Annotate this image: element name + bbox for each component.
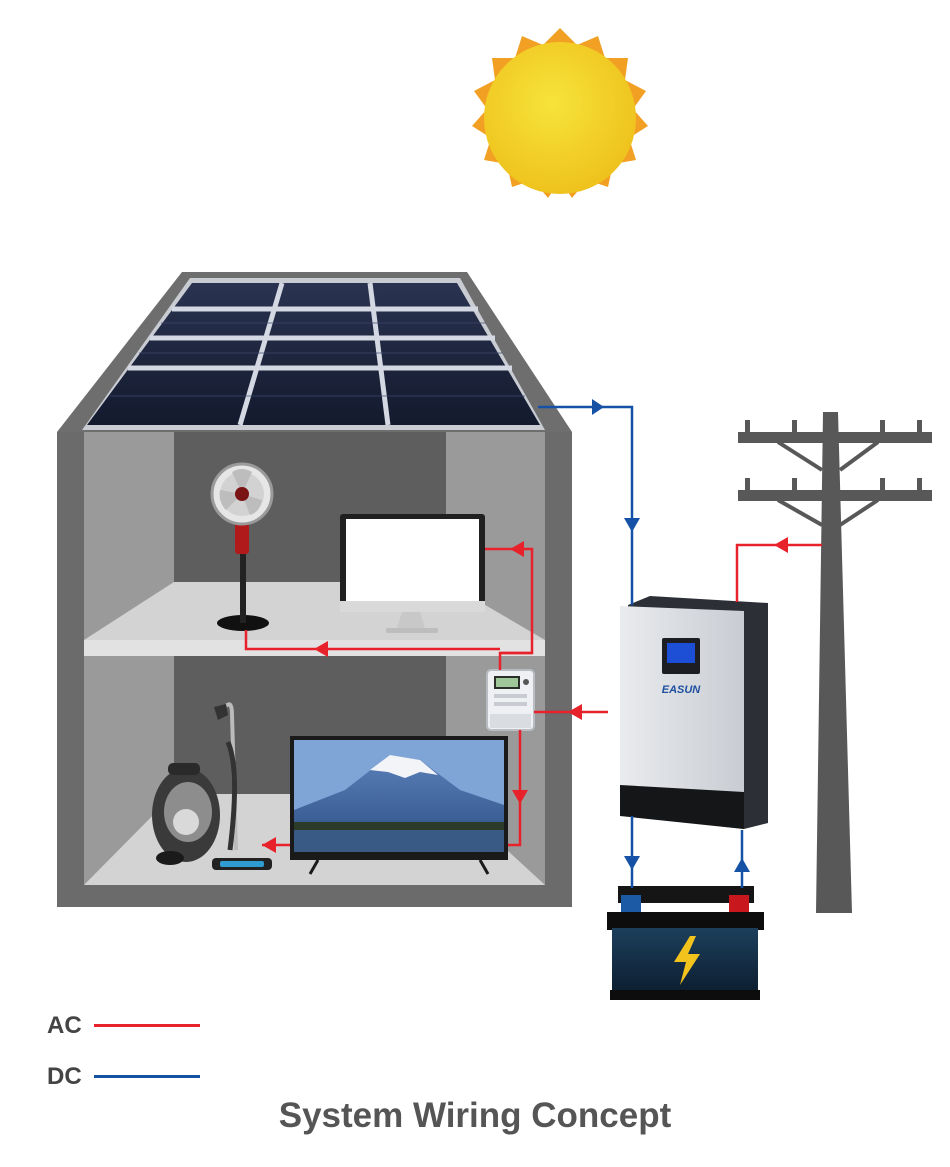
ac-wire-meter-to-lower-floor bbox=[508, 730, 522, 847]
legend-ac-line bbox=[94, 1024, 200, 1027]
legend-dc-line bbox=[94, 1075, 200, 1078]
fan-icon bbox=[210, 462, 274, 631]
battery-icon bbox=[607, 886, 764, 1000]
inverter-brand-label: EASUN bbox=[662, 684, 702, 696]
diagram-title: System Wiring Concept bbox=[278, 1096, 672, 1135]
legend-ac-label: AC bbox=[47, 1012, 82, 1039]
legend-dc-label: DC bbox=[47, 1063, 82, 1090]
dc-arrows bbox=[592, 399, 750, 872]
tv-icon bbox=[290, 736, 508, 875]
utility-pole-icon bbox=[738, 412, 932, 913]
sun-icon bbox=[472, 28, 648, 198]
ac-arrows bbox=[262, 537, 788, 853]
dc-wire-panel-to-inverter bbox=[538, 405, 634, 605]
vacuum-cleaner-icon bbox=[152, 702, 272, 870]
monitor-icon bbox=[340, 514, 485, 633]
ac-wire-upper-floor-loop bbox=[244, 630, 532, 655]
inverter-icon: EASUN bbox=[620, 596, 768, 829]
energy-meter-icon bbox=[486, 669, 535, 731]
solar-panel-icon bbox=[82, 278, 545, 430]
ac-wire-pole-to-inverter bbox=[735, 543, 822, 602]
